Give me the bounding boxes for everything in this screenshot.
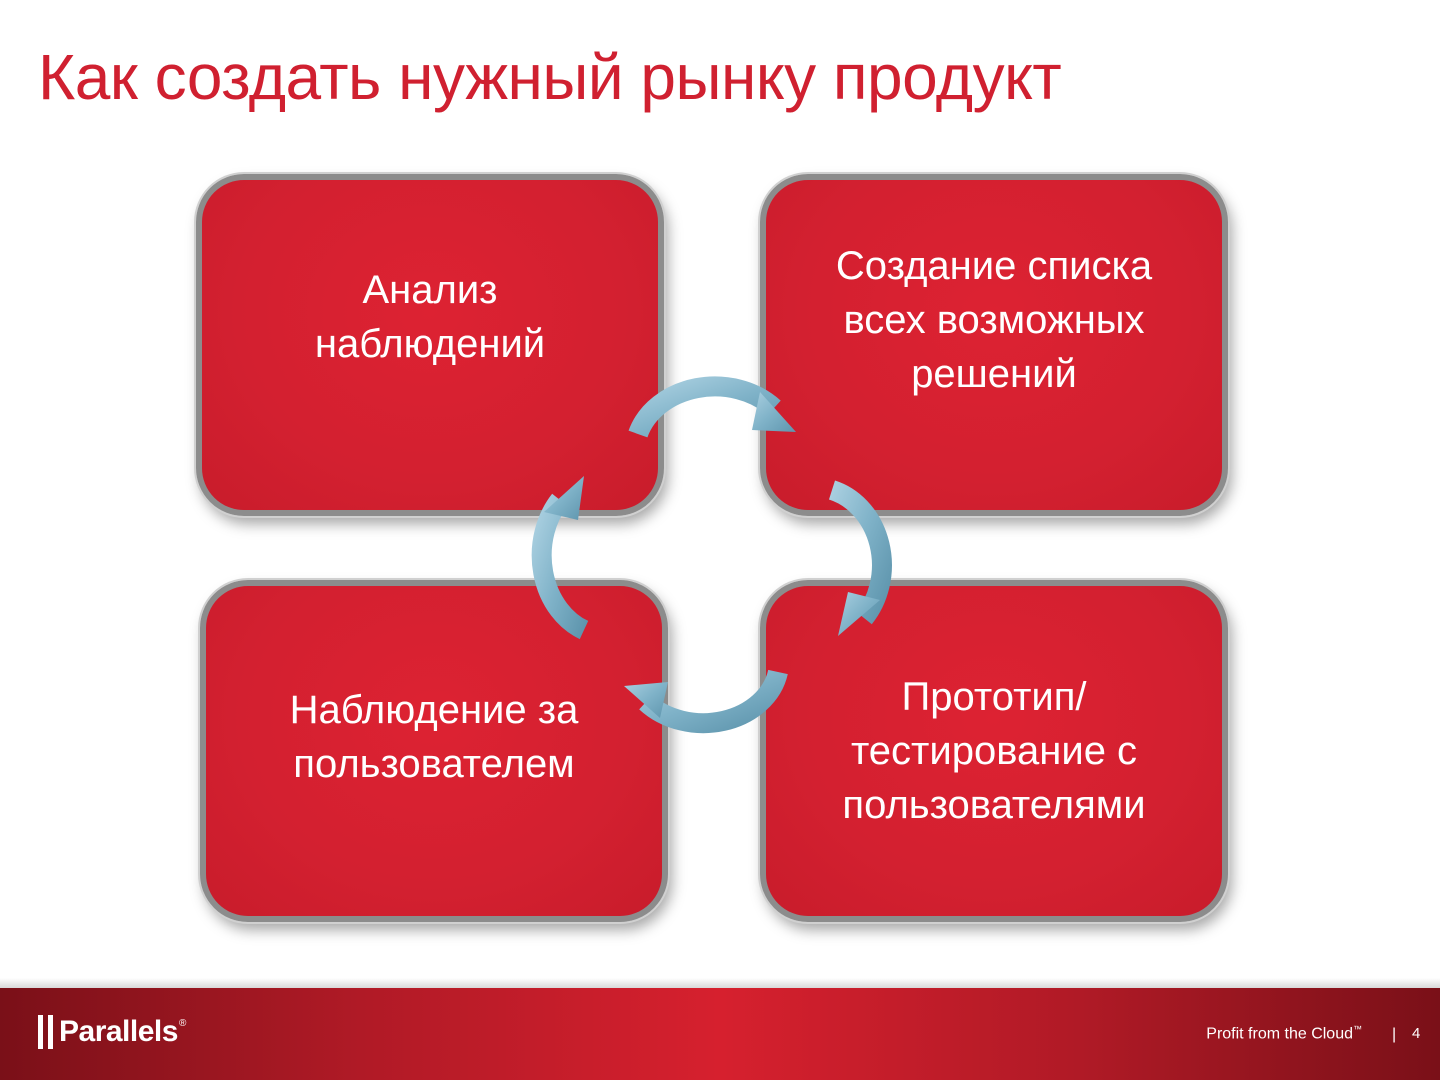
box-solutions-list: Создание списка всех возможных решений (760, 174, 1228, 516)
registered-mark: ® (178, 1018, 187, 1029)
parallels-bars-icon (38, 1015, 53, 1049)
box-prototype-testing-label: Прототип/ тестирование с пользователями (842, 675, 1146, 827)
footer-divider (0, 978, 1440, 988)
tagline-text: Profit from the Cloud (1206, 1025, 1353, 1043)
footer-separator: | (1392, 1026, 1397, 1043)
slide-title: Как создать нужный рынку продукт (38, 41, 1062, 113)
box-user-observation-label: Наблюдение за пользователем (289, 688, 579, 786)
box-user-observation: Наблюдение за пользователем (200, 580, 668, 922)
footer-tagline: Profit from the Cloud™ (1206, 1024, 1362, 1043)
trademark-mark: ™ (1353, 1024, 1362, 1034)
box-prototype-testing: Прототип/ тестирование с пользователями (760, 580, 1228, 922)
logo-text: Parallels (59, 1015, 178, 1048)
box-analysis-label: Анализ наблюдений (314, 268, 546, 366)
page-number: 4 (1412, 1025, 1421, 1042)
parallels-logo: Parallels ® (38, 1012, 186, 1052)
footer-bar (0, 988, 1440, 1080)
box-solutions-list-label: Создание списка всех возможных решений (835, 244, 1153, 396)
box-analysis: Анализ наблюдений (196, 174, 664, 516)
